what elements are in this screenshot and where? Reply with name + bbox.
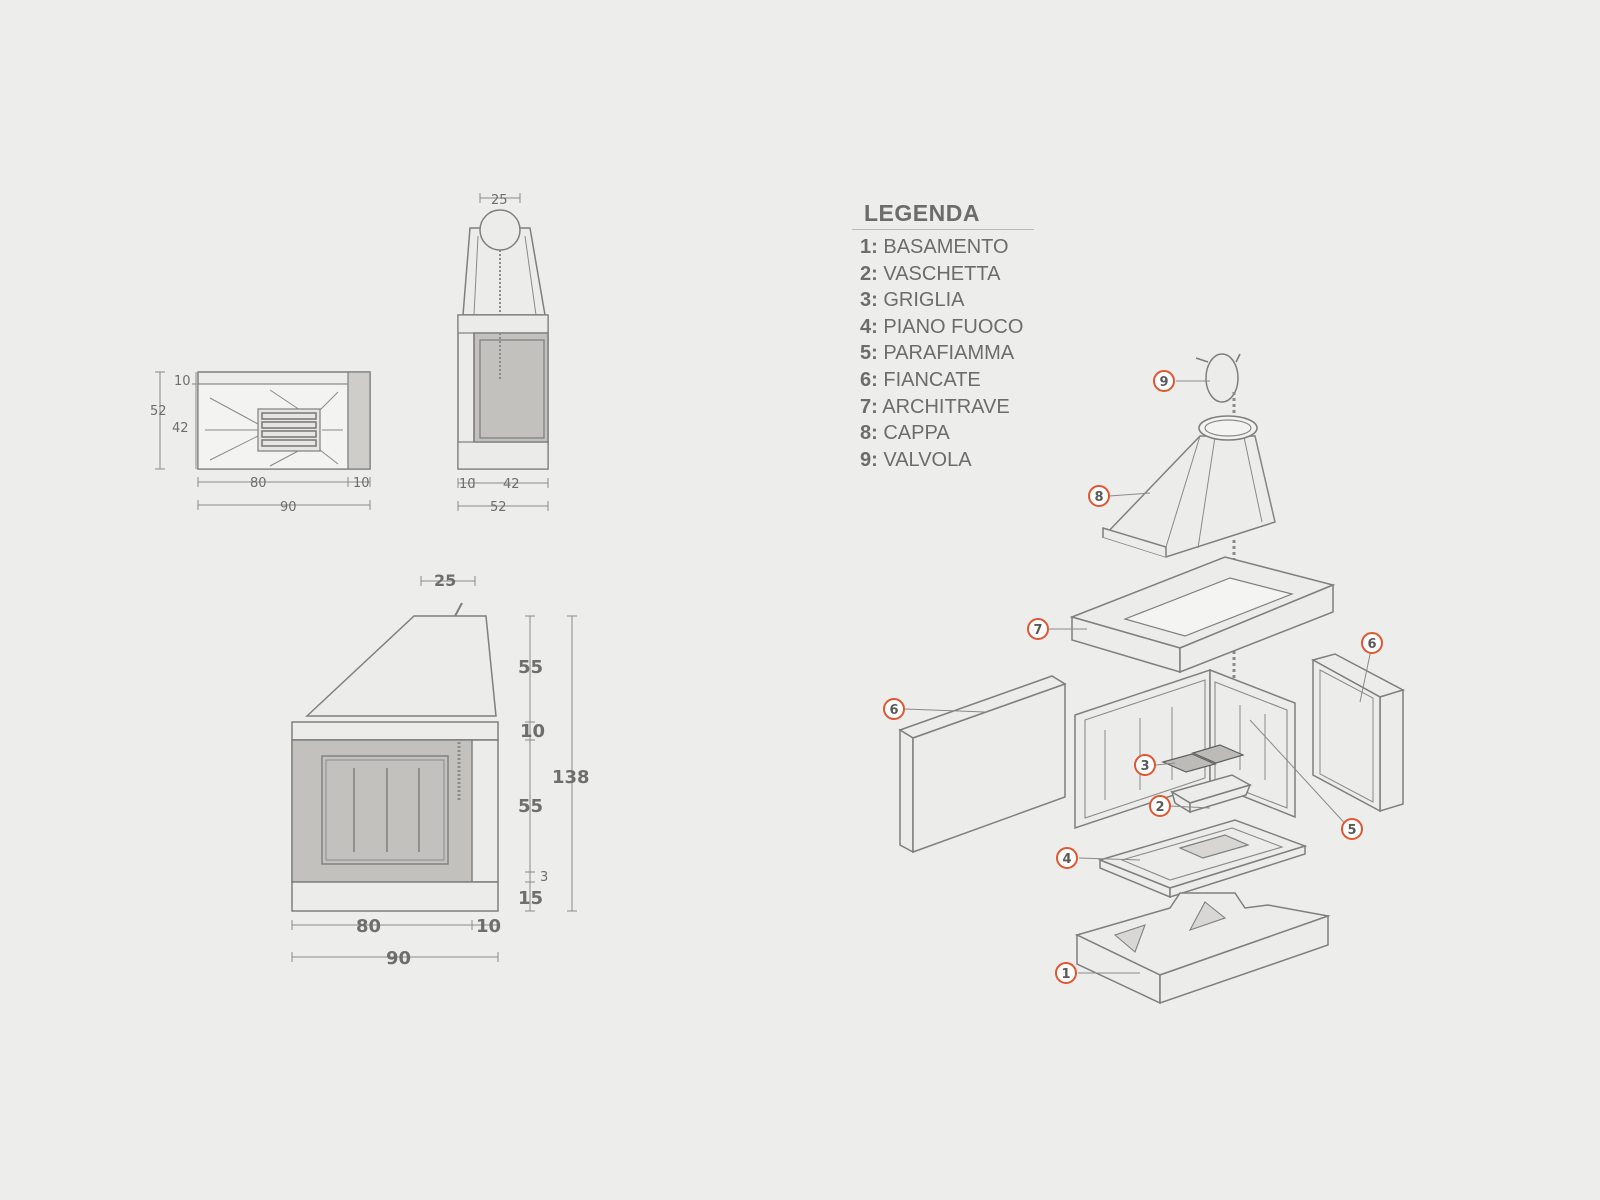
dim-front-15: 15 [518,888,543,909]
legend-item-number: 2: [860,262,878,285]
part-hood [1101,415,1276,558]
legend-item: 1: BASAMENTO [852,234,1042,261]
callout-3: 3 [1134,754,1156,776]
part-hearth [1097,819,1308,899]
legend-title: LEGENDA [852,200,1034,230]
legend-item: 8: CAPPA [852,420,1042,447]
legend-item: 2: VASCHETTA [852,261,1042,288]
legend-item: 9: VALVOLA [852,447,1042,474]
dim-front-55b: 55 [518,796,543,817]
exploded-view: 9 8 7 6 6 3 2 5 [883,353,1405,1005]
legend-item-number: 8: [860,422,878,445]
legend-item: 5: PARAFIAMMA [852,340,1042,367]
svg-text:6: 6 [1367,637,1376,652]
dim-front-10: 10 [520,721,545,742]
dim-side-52: 52 [490,500,507,515]
callout-7: 7 [1027,618,1049,640]
dim-side-10: 10 [459,477,476,492]
part-side-panel-left [898,675,1067,854]
svg-text:9: 9 [1159,375,1168,390]
part-grill [1161,744,1245,773]
legend-item-number: 9: [860,448,878,471]
callout-6-left: 6 [883,698,905,720]
legend-item-label: VASCHETTA [883,262,1001,285]
svg-text:3: 3 [1140,759,1149,774]
callout-6-right: 6 [1361,632,1383,654]
side-view: 25 10 42 52 [457,193,549,515]
part-side-panel-right [1311,653,1405,813]
dim-side-25: 25 [491,193,508,208]
callout-4: 4 [1056,847,1078,869]
legend-item-number: 5: [860,342,878,365]
svg-text:5: 5 [1347,823,1356,838]
part-base [1074,892,1331,1005]
callout-5: 5 [1341,818,1363,840]
legend-item-number: 3: [860,289,878,312]
svg-text:8: 8 [1094,490,1103,505]
front-view: 25 55 10 55 3 15 138 80 10 90 [291,571,590,969]
dim-top-10b: 10 [353,476,370,491]
svg-text:7: 7 [1033,623,1042,638]
legend-item: 4: PIANO FUOCO [852,314,1042,341]
legend-item-number: 4: [860,315,878,338]
dim-top-42: 42 [172,421,189,436]
svg-text:6: 6 [889,703,898,718]
callout-8: 8 [1088,485,1110,507]
top-view: 10 52 42 80 10 90 [150,371,371,515]
legend-item-label: PARAFIAMMA [883,342,1015,365]
part-valve [1195,353,1241,403]
dim-front-90: 90 [386,948,411,969]
part-architrave [1069,556,1336,674]
dim-front-10b: 10 [476,916,501,937]
dim-side-42: 42 [503,477,520,492]
dim-top-52: 52 [150,404,167,419]
dim-front-25: 25 [434,571,456,590]
legend-item-label: PIANO FUOCO [883,315,1024,338]
legend-item: 6: FIANCATE [852,367,1042,394]
legend-item-number: 6: [860,368,878,391]
legend-item-label: CAPPA [883,422,950,445]
dim-top-90: 90 [280,500,297,515]
legend-item-label: FIANCATE [883,368,981,391]
callout-9: 9 [1153,370,1175,392]
svg-text:2: 2 [1155,800,1164,815]
dim-top-10: 10 [174,374,191,389]
legend-item: 3: GRIGLIA [852,287,1042,314]
dim-top-80: 80 [250,476,267,491]
part-tray [1170,774,1252,814]
legend-item-label: GRIGLIA [883,289,965,312]
callout-1: 1 [1055,962,1077,984]
callout-2: 2 [1149,795,1171,817]
svg-text:1: 1 [1061,967,1070,982]
dim-front-80: 80 [356,916,381,937]
dim-front-55a: 55 [518,657,543,678]
dim-front-138: 138 [552,767,590,788]
legend-item-number: 7: [860,395,878,418]
legend-item: 7: ARCHITRAVE [852,394,1042,421]
dim-front-3: 3 [540,870,548,885]
legend-item-number: 1: [860,236,878,258]
legend-item-label: BASAMENTO [883,236,1009,258]
legend-item-label: VALVOLA [883,448,972,471]
legend-item-label: ARCHITRAVE [882,395,1010,418]
svg-text:4: 4 [1062,852,1071,867]
